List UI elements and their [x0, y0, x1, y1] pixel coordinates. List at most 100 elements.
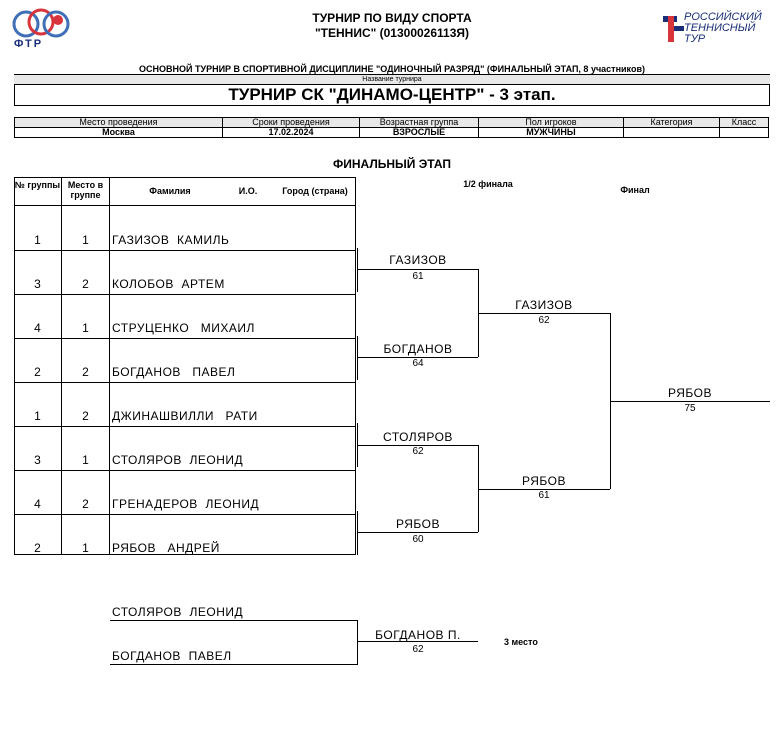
info-header-age-group: Возрастная группа: [359, 117, 479, 128]
player-group: 2: [34, 365, 41, 379]
info-category: [623, 127, 720, 138]
info-header-category: Категория: [623, 117, 720, 128]
r1-score-2: 64: [412, 358, 424, 369]
final-score: 75: [684, 403, 696, 414]
row-divider: [14, 250, 356, 251]
third-place-label: 3 место: [504, 637, 538, 647]
stage-title: ФИНАЛЬНЫЙ ЭТАП: [332, 157, 451, 171]
bracket-line: [357, 269, 478, 270]
player-place: 2: [82, 409, 89, 423]
player-group: 4: [34, 497, 41, 511]
player-name: БОГДАНОВ ПАВЕЛ: [112, 365, 236, 379]
info-gender: МУЖЧИНЫ: [478, 127, 624, 138]
final-winner: РЯБОВ: [668, 386, 712, 400]
bracket-line: [357, 445, 478, 446]
header-initials: И.О.: [238, 186, 258, 196]
info-venue: Москва: [14, 127, 223, 138]
bracket-line: [357, 641, 478, 642]
player-name: СТРУЦЕНКО МИХАИЛ: [112, 321, 255, 335]
tournament-name: ТУРНИР СК "ДИНАМО-ЦЕНТР" - 3 этап.: [14, 84, 770, 106]
ftr-logo: ФТР: [10, 8, 72, 52]
players-table-header: [14, 177, 356, 206]
r1-winner-4: РЯБОВ: [396, 517, 440, 531]
title-line-2: "ТЕННИС" (01300026113Я): [314, 26, 470, 40]
player-place: 2: [82, 277, 89, 291]
bracket-line: [357, 336, 358, 380]
header-semifinal: 1/2 финала: [463, 179, 513, 189]
rtt-logo-line-1: РОССИЙСКИЙ: [684, 11, 762, 23]
header-city: Город (страна): [282, 186, 348, 196]
r1-score-1: 61: [412, 271, 424, 282]
player-name: ГРЕНАДЕРОВ ЛЕОНИД: [112, 497, 260, 511]
tournament-name-label: Название турнира: [14, 75, 770, 84]
third-place-score: 62: [412, 644, 424, 655]
bracket-line: [478, 313, 610, 314]
player-place: 2: [82, 365, 89, 379]
table-divider: [61, 177, 62, 555]
info-header-class: Класс: [719, 117, 769, 128]
row-divider: [14, 382, 356, 383]
player-place: 1: [82, 541, 89, 555]
bracket-line: [478, 445, 479, 532]
player-place: 2: [82, 497, 89, 511]
info-header-dates: Сроки проведения: [222, 117, 360, 128]
row-divider: [14, 514, 356, 515]
bracket-line: [110, 620, 358, 621]
semi-score-2: 61: [538, 490, 550, 501]
header-final: Финал: [620, 185, 650, 195]
player-place: 1: [82, 453, 89, 467]
r1-winner-3: СТОЛЯРОВ: [383, 430, 453, 444]
rtt-logo-line-2: ТЕННИСНЫЙ: [684, 22, 756, 34]
bracket-line: [357, 357, 478, 358]
player-group: 1: [34, 409, 41, 423]
info-class: [719, 127, 769, 138]
r1-winner-2: БОГДАНОВ: [383, 342, 453, 356]
header-group: № группы: [14, 180, 61, 190]
discipline-line: ОСНОВНОЙ ТУРНИР В СПОРТИВНОЙ ДИСЦИПЛИНЕ …: [139, 64, 645, 74]
r1-score-4: 60: [412, 534, 424, 545]
player-name: СТОЛЯРОВ ЛЕОНИД: [112, 453, 244, 467]
header-place: Место в группе: [67, 180, 104, 200]
third-place-player-2: БОГДАНОВ ПАВЕЛ: [112, 649, 232, 663]
player-place: 1: [82, 321, 89, 335]
bracket-line: [357, 620, 358, 664]
ftr-logo-text: ФТР: [14, 38, 44, 50]
player-name: ГАЗИЗОВ КАМИЛЬ: [112, 233, 230, 247]
semi-winner-1: ГАЗИЗОВ: [515, 298, 573, 312]
player-group: 3: [34, 453, 41, 467]
bracket-line: [357, 511, 358, 555]
player-group: 3: [34, 277, 41, 291]
player-group: 4: [34, 321, 41, 335]
row-divider: [14, 426, 356, 427]
row-divider: [14, 338, 356, 339]
table-divider: [109, 177, 110, 555]
player-place: 1: [82, 233, 89, 247]
info-dates: 17.02.2024: [222, 127, 360, 138]
player-name: ДЖИНАШВИЛЛИ РАТИ: [112, 409, 258, 423]
r1-score-3: 62: [412, 446, 424, 457]
info-header-venue: Место проведения: [14, 117, 223, 128]
player-group: 2: [34, 541, 41, 555]
bracket-line: [357, 532, 478, 533]
bracket-line: [357, 248, 358, 292]
row-divider: [14, 470, 356, 471]
semi-score-1: 62: [538, 315, 550, 326]
tournament-info-table: Место проведения Сроки проведения Возрас…: [14, 117, 769, 138]
bracket-line: [478, 489, 610, 490]
rtt-logo-line-3: ТУР: [684, 33, 706, 45]
header-surname: Фамилия: [149, 186, 191, 196]
player-group: 1: [34, 233, 41, 247]
third-place-winner: БОГДАНОВ П.: [375, 628, 461, 642]
rtt-logo: РОССИЙСКИЙ ТЕННИСНЫЙ ТУР: [660, 10, 770, 46]
player-name: РЯБОВ АНДРЕЙ: [112, 541, 220, 555]
document-title: ТУРНИР ПО ВИДУ СПОРТА "ТЕННИС" (01300026…: [200, 11, 584, 41]
semi-winner-2: РЯБОВ: [522, 474, 566, 488]
info-header-gender: Пол игроков: [478, 117, 624, 128]
row-divider: [14, 294, 356, 295]
info-age-group: ВЗРОСЛЫЕ: [359, 127, 479, 138]
third-place-player-1: СТОЛЯРОВ ЛЕОНИД: [112, 605, 244, 619]
bracket-line: [110, 664, 358, 665]
r1-winner-1: ГАЗИЗОВ: [389, 253, 447, 267]
bracket-line: [610, 401, 770, 402]
player-name: КОЛОБОВ АРТЕМ: [112, 277, 225, 291]
